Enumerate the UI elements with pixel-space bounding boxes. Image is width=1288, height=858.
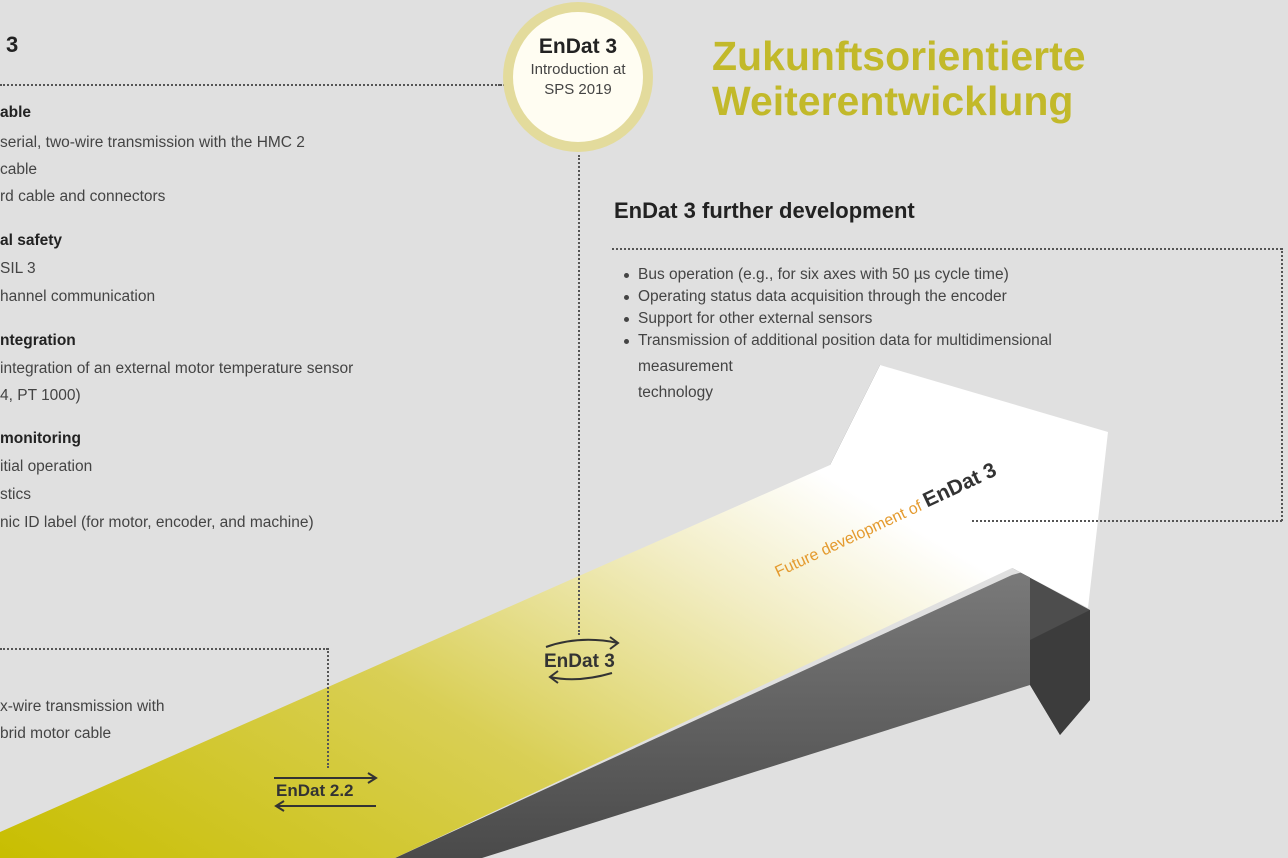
list-item: Operating status data acquisition throug… [620, 286, 1052, 308]
endat3-logo: EnDat 3 [540, 633, 650, 685]
section-line: rd cable and connectors [0, 188, 166, 205]
list-item: Bus operation (e.g., for six axes with 5… [620, 264, 1052, 286]
arrow-head-lower [1030, 610, 1090, 735]
endat22-line: brid motor cable [0, 725, 112, 742]
list-continuation: measurement [638, 358, 733, 375]
feature-list: Bus operation (e.g., for six axes with 5… [620, 264, 1052, 352]
arrow-face [0, 365, 1108, 858]
sync-arrows-icon [545, 636, 620, 684]
list-continuation: technology [638, 384, 713, 401]
right-panel-bottom [972, 520, 1282, 522]
endat22-logo: EnDat 2.2 [272, 768, 382, 812]
section-heading: al safety [0, 232, 63, 249]
endat22-divider [0, 648, 328, 650]
right-panel-title: EnDat 3 further development [614, 198, 915, 223]
endat22-connector [327, 648, 329, 768]
section-line: hannel communication [0, 288, 156, 305]
arrow-shaft-side [395, 570, 1030, 858]
left-panel-divider [0, 84, 500, 86]
milestone-title: EnDat 3 [538, 35, 618, 58]
list-item: Support for other external sensors [620, 308, 1052, 330]
section-heading: ntegration [0, 332, 76, 349]
endat22-version: 2.2 [329, 781, 354, 800]
section-line: stics [0, 486, 31, 503]
page-headline: Zukunftsorientierte Weiterentwicklung [712, 34, 1086, 124]
endat3-version: 3 [604, 651, 615, 672]
milestone-connector [578, 155, 580, 635]
section-line: nic ID label (for motor, encoder, and ma… [0, 514, 314, 531]
headline-line-1: Zukunftsorientierte [712, 33, 1086, 79]
endat3-word: EnDat [544, 651, 599, 672]
sync-arrows-icon [274, 772, 378, 812]
section-line: integration of an external motor tempera… [0, 360, 354, 377]
list-item: Transmission of additional position data… [620, 330, 1052, 352]
left-panel-title: 3 [6, 32, 19, 57]
right-panel-border [1281, 248, 1283, 521]
section-line: SIL 3 [0, 260, 36, 277]
headline-line-2: Weiterentwicklung [712, 78, 1074, 124]
section-line: cable [0, 161, 38, 178]
section-heading: monitoring [0, 430, 81, 447]
milestone-badge: EnDat 3 Introduction at SPS 2019 [503, 2, 653, 152]
section-line: 4, PT 1000) [0, 387, 81, 404]
endat22-line: x-wire transmission with [0, 698, 165, 715]
section-heading: able [0, 104, 32, 121]
section-line: serial, two-wire transmission with the H… [0, 134, 305, 151]
section-line: itial operation [0, 458, 93, 475]
endat22-word: EnDat [276, 781, 326, 800]
milestone-subtitle-1: Introduction at [530, 61, 626, 78]
right-panel-divider [612, 248, 1282, 250]
milestone-subtitle-2: SPS 2019 [544, 81, 612, 98]
